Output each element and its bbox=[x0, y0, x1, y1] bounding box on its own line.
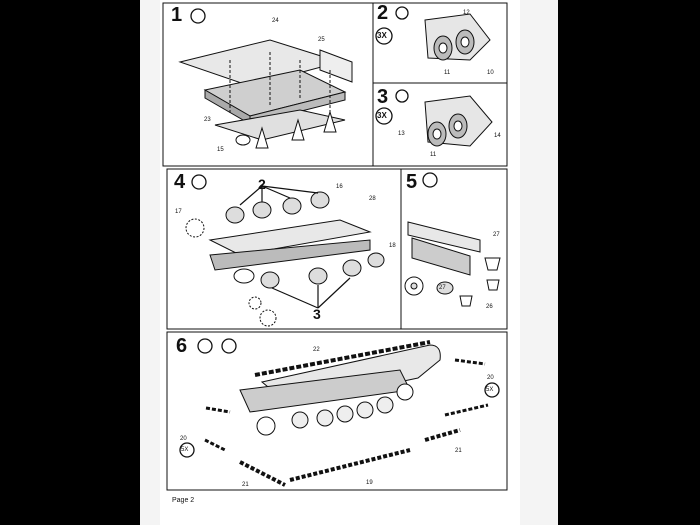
part-number: 10 bbox=[487, 70, 494, 76]
part-number: 27 bbox=[439, 285, 446, 291]
part-number: 17 bbox=[175, 209, 182, 215]
part-number: 21 bbox=[455, 448, 462, 454]
step-number: 3 bbox=[377, 86, 389, 108]
part-number: 16 bbox=[336, 184, 343, 190]
part-number: 11 bbox=[430, 152, 437, 158]
step-number: 2 bbox=[377, 2, 389, 24]
multiplier-badge bbox=[179, 442, 195, 458]
step-number: 4 bbox=[174, 171, 186, 193]
step-number: 6 bbox=[176, 335, 188, 357]
part-number: 22 bbox=[313, 347, 320, 353]
track-assembly bbox=[204, 340, 489, 487]
part-number: 15 bbox=[217, 147, 224, 153]
part-number: 20 bbox=[180, 436, 187, 442]
paint-icon bbox=[221, 338, 237, 354]
panel-step-6 bbox=[166, 331, 508, 491]
part-number: 18 bbox=[389, 243, 396, 249]
part-number: 13 bbox=[398, 131, 405, 137]
idler-assembly bbox=[404, 221, 501, 307]
bogie-group-callout: 2 bbox=[258, 176, 266, 192]
panel-step-3 bbox=[372, 82, 508, 167]
glue-icon bbox=[197, 338, 213, 354]
step-number: 5 bbox=[406, 171, 418, 193]
multiplier-label: 3X bbox=[377, 111, 387, 120]
multiplier-label: 3X bbox=[377, 31, 387, 40]
step-icons bbox=[179, 6, 500, 458]
part-number: 27 bbox=[493, 232, 500, 238]
part-number: 26 bbox=[486, 304, 493, 310]
glue-icon bbox=[422, 172, 438, 188]
step-number: 1 bbox=[171, 4, 183, 26]
part-number: 19 bbox=[366, 480, 373, 486]
part-number: 25 bbox=[318, 37, 325, 43]
multiplier-label: 5X bbox=[486, 387, 494, 393]
multiplier-badge bbox=[375, 107, 393, 125]
glue-icon bbox=[395, 89, 409, 103]
page-number: Page 2 bbox=[172, 497, 195, 504]
multiplier-badge bbox=[375, 27, 393, 45]
part-number: 24 bbox=[272, 18, 279, 24]
leader-lines-step-4 bbox=[239, 185, 351, 309]
hull-assembly bbox=[178, 39, 353, 149]
part-number: 14 bbox=[494, 133, 501, 139]
glue-icon bbox=[395, 6, 409, 20]
part-number: 21 bbox=[242, 482, 249, 488]
multiplier-badge bbox=[484, 382, 500, 398]
glue-icon bbox=[191, 174, 207, 190]
multiplier-label: 5X bbox=[181, 447, 189, 453]
part-number: 11 bbox=[444, 70, 451, 76]
part-number: 20 bbox=[487, 375, 494, 381]
part-number: 28 bbox=[369, 196, 376, 202]
panel-step-5 bbox=[400, 168, 508, 330]
glue-icon bbox=[190, 8, 206, 24]
bogie-assemblies bbox=[424, 13, 493, 147]
bogie-group-callout: 3 bbox=[313, 306, 321, 322]
part-number: 23 bbox=[204, 117, 211, 123]
suspension-assembly bbox=[185, 191, 385, 327]
part-number: 12 bbox=[463, 10, 470, 16]
